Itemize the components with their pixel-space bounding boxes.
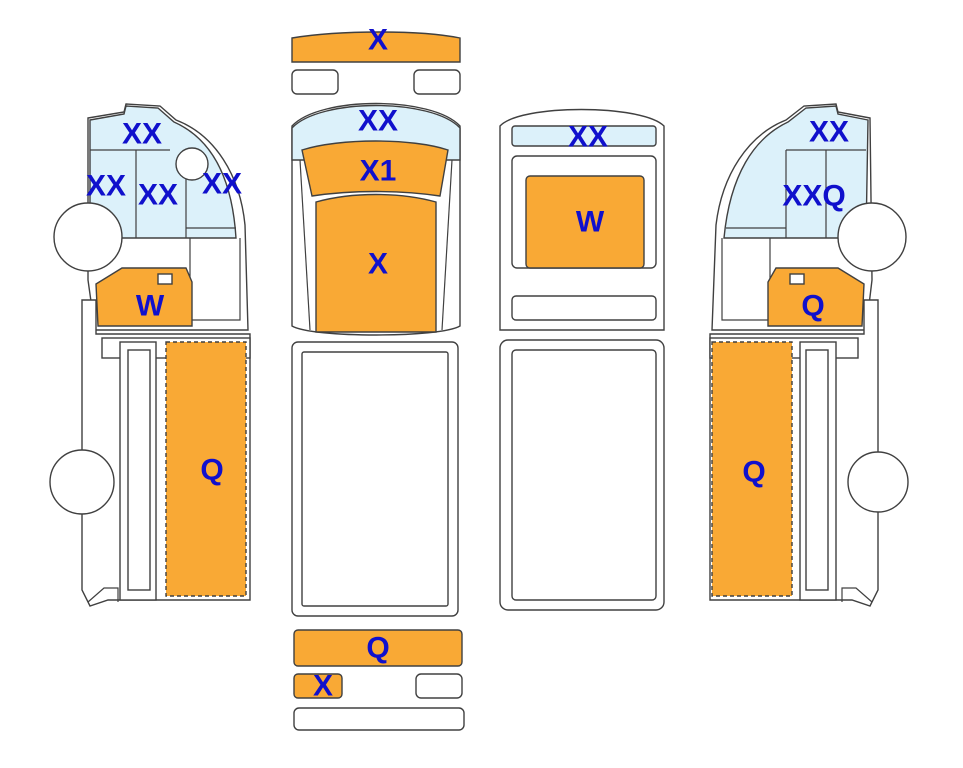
- right-window-area: [723, 105, 869, 239]
- label-top-roof: X: [368, 248, 388, 281]
- right-body-post-inner: [805, 349, 829, 591]
- right-body-panel: [711, 341, 793, 597]
- label-front-windshield: XX: [568, 121, 608, 154]
- left-front-wheel: [53, 202, 123, 272]
- left-window-area: [89, 105, 237, 239]
- top-side-line-right: [441, 159, 453, 331]
- left-rear-wheel: [49, 449, 115, 515]
- label-right-window-top: XX: [809, 116, 849, 149]
- top-light-left: [291, 69, 339, 95]
- top-rear-bumper: [293, 707, 465, 731]
- label-top-rear-small: X: [313, 670, 333, 703]
- top-rear-small-panel: [293, 673, 343, 699]
- top-bumper: [291, 31, 461, 63]
- label-left-window-left: XX: [86, 170, 126, 203]
- left-side-view: [49, 103, 251, 607]
- label-top-windshield: XX: [358, 105, 398, 138]
- top-rear-light-right: [415, 673, 463, 699]
- left-body-panel: [165, 341, 247, 597]
- top-view: [291, 31, 465, 731]
- label-front-grille: W: [576, 206, 605, 239]
- right-rear-wheel: [847, 451, 909, 513]
- front-windshield: [511, 125, 657, 147]
- right-side-view: [709, 103, 909, 607]
- label-right-body: Q: [742, 456, 765, 489]
- label-top-rear: Q: [366, 632, 389, 665]
- left-mirror: [175, 147, 209, 181]
- left-handle: [157, 273, 173, 285]
- label-left-window-right: XX: [202, 168, 242, 201]
- label-left-window-mid: XX: [138, 179, 178, 212]
- right-step: [841, 587, 873, 603]
- front-body-inner: [511, 349, 657, 601]
- top-rear-panel: [293, 629, 463, 667]
- labels: XX XX XX XX W Q X XX X1 X Q X XX W XX XX…: [86, 24, 849, 703]
- top-side-line-left: [299, 159, 311, 331]
- label-left-door: W: [136, 290, 165, 323]
- label-right-window-mid: XXQ: [782, 180, 845, 213]
- right-handle: [789, 273, 805, 285]
- top-body-inner: [301, 351, 449, 607]
- front-grille-panel: [525, 175, 645, 269]
- front-bumper: [511, 295, 657, 321]
- right-front-wheel: [837, 202, 907, 272]
- top-hood: [301, 140, 449, 197]
- label-left-body: Q: [200, 454, 223, 487]
- front-view: [499, 108, 665, 611]
- top-light-right: [413, 69, 461, 95]
- label-left-window-top: XX: [122, 118, 162, 151]
- left-body-post-inner: [127, 349, 151, 591]
- label-right-door: Q: [801, 290, 824, 323]
- label-top-bumper: X: [368, 24, 388, 57]
- label-top-hood: X1: [360, 155, 397, 188]
- top-roof: [315, 193, 437, 333]
- left-step: [87, 587, 119, 603]
